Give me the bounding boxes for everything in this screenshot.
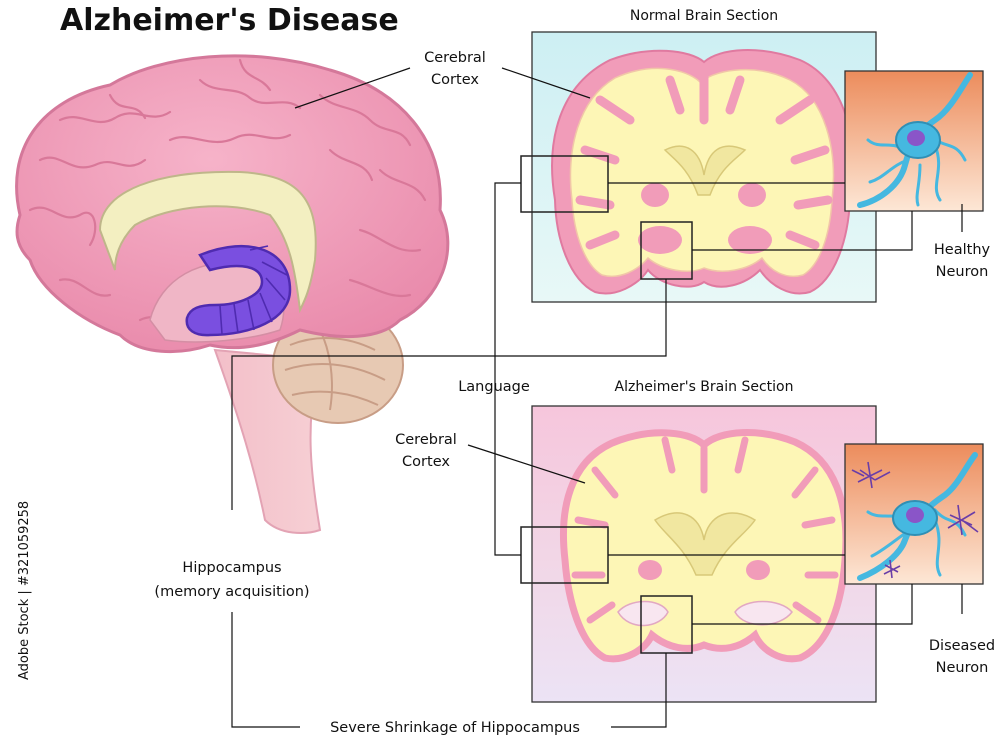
corpus-callosum [98,170,317,314]
cortex-label-bottom-line1: Cerebral [395,432,457,448]
watermark-text: Adobe Stock | #321059258 [17,501,32,680]
language-label: Language [458,379,530,395]
diseased-neuron-label-line1: Diseased [929,638,995,654]
healthy-neuron-label-line2: Neuron [936,264,989,280]
healthy-neuron-inset [844,70,984,212]
hippocampus-label-line2: (memory acquisition) [154,584,309,600]
alzheimers-brain-section: Alzheimer's Brain Section [520,379,877,703]
diseased-neuron-label-line2: Neuron [936,660,989,676]
normal-cortex-zoom-box [520,155,609,213]
normal-section-title: Normal Brain Section [630,8,778,24]
sagittal-brain [15,54,450,534]
diseased-neuron-inset [844,443,984,585]
page-title: Alzheimer's Disease [60,3,399,38]
normal-brain-section: Normal Brain Section [520,8,877,303]
hippocampus [185,245,292,337]
leader-lines [231,67,963,728]
healthy-neuron-label-line1: Healthy [934,242,991,258]
hippocampus-label-line1: Hippocampus [182,560,281,576]
cortex-label-bottom-line2: Cortex [402,454,450,470]
alzheimers-section-title: Alzheimer's Brain Section [615,379,794,395]
amyloid-plaque-icon [851,461,979,579]
cortex-label-top-line1: Cerebral [424,50,486,66]
shrinkage-label: Severe Shrinkage of Hippocampus [330,720,580,736]
cortex-label-top-line2: Cortex [431,72,479,88]
